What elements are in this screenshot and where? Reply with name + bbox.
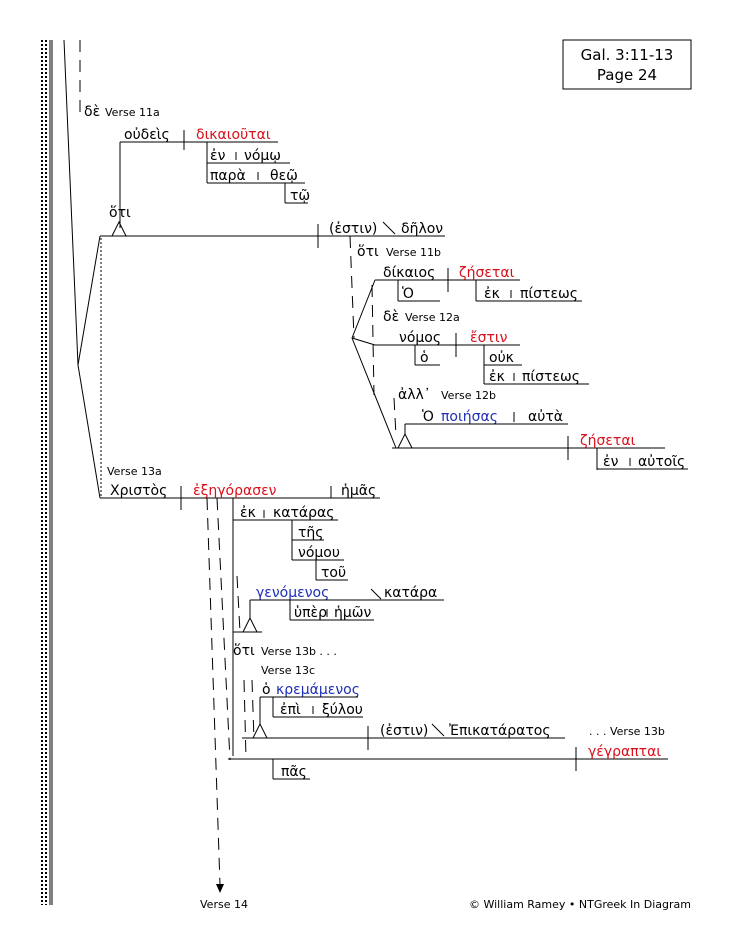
all-conj: ἀλλ᾽	[398, 387, 431, 403]
word-genomenos: γενόμενος	[256, 585, 329, 601]
word-exegorasen: ἐξηγόρασεν	[193, 483, 277, 499]
word-ho-4: ὁ	[262, 682, 271, 698]
verse-14-label: Verse 14	[200, 898, 248, 911]
left-border	[41, 40, 53, 905]
word-nomos: νόμος	[399, 330, 441, 346]
word-estin-3: (ἐστιν)	[380, 723, 428, 739]
word-en-2: ἐν	[603, 454, 619, 470]
word-ho: Ὁ	[402, 286, 414, 302]
hoti-conj-3: ὅτι	[233, 643, 255, 659]
word-hemon: ἡμῶν	[334, 605, 372, 621]
word-dikaioutai: δικαιοῦται	[196, 127, 271, 143]
hoti-conj-1: ὅτι	[109, 205, 131, 221]
word-ek-2: ἐκ	[489, 369, 505, 385]
word-para: παρὰ	[210, 168, 246, 184]
main-connectors	[63, 39, 102, 499]
word-to: τῷ	[290, 188, 310, 204]
word-hemas: ἡμᾶς	[341, 483, 376, 499]
word-theo: θεῷ	[270, 168, 298, 184]
word-kremamenos: κρεμάμενος	[276, 682, 360, 698]
word-xylou: ξύλου	[322, 702, 363, 718]
word-delon: δῆλον	[401, 221, 443, 237]
word-dikaios: δίκαιος	[383, 265, 435, 281]
word-nomou: νόμου	[298, 545, 340, 561]
word-ho-2: ὁ	[420, 350, 429, 366]
verse-12a-label: Verse 12a	[405, 311, 460, 324]
word-pisteos: πίστεως	[520, 286, 578, 302]
word-estin: (ἐστιν)	[329, 221, 377, 237]
word-oudeis: οὐδεὶς	[124, 127, 170, 143]
word-epikataratos: Ἐπικατάρατος	[449, 723, 551, 739]
verse-13b-cont-label: . . . Verse 13b	[589, 725, 665, 738]
word-autois: αὐτοῖς	[638, 454, 685, 470]
verse-13b-label: Verse 13b . . .	[261, 645, 337, 658]
word-poiesas: ποιήσας	[441, 409, 498, 425]
hoti-conj-2: ὅτι	[357, 244, 379, 260]
word-tes: τῆς	[298, 525, 324, 541]
reference-box: Gal. 3:11-13 Page 24	[562, 39, 692, 90]
verse-11a-label: Verse 11a	[105, 106, 160, 119]
word-nomo: νόμῳ	[244, 148, 281, 164]
word-zesetai-2: ζήσεται	[580, 433, 636, 449]
word-epi: ἐπὶ	[280, 702, 301, 718]
verse-13a-label: Verse 13a	[107, 465, 162, 478]
verse-13c-label: Verse 13c	[261, 664, 315, 677]
word-kataras: κατάρας	[273, 505, 334, 521]
word-ouk: οὐκ	[489, 350, 514, 366]
word-gegraptai: γέγραπται	[588, 744, 661, 760]
word-zesetai: ζήσεται	[459, 265, 515, 281]
word-auta: αὐτὰ	[528, 409, 563, 425]
word-ek-3: ἐκ	[240, 505, 256, 521]
word-pisteos-2: πίστεως	[522, 369, 580, 385]
ref-title: Gal. 3:11-13	[581, 46, 674, 64]
word-katara: κατάρα	[384, 585, 437, 601]
verse-12b-label: Verse 12b	[441, 389, 496, 402]
copyright: © William Ramey • NTGreek In Diagram	[469, 898, 691, 911]
word-hyper: ὑπὲρ	[294, 605, 327, 621]
word-ek: ἐκ	[484, 286, 500, 302]
word-ho-3: Ὁ	[422, 409, 434, 425]
ref-page: Page 24	[597, 66, 657, 84]
de-conj: δὲ	[84, 104, 100, 120]
word-christos: Χριστὸς	[110, 483, 167, 499]
word-en: ἐν	[210, 148, 226, 164]
word-estin-2: ἔστιν	[470, 330, 508, 346]
word-tou: τοῦ	[321, 565, 346, 581]
de-conj-2: δὲ	[383, 309, 399, 325]
word-pas: πᾶς	[281, 764, 307, 780]
verse-11b-label: Verse 11b	[386, 246, 441, 259]
